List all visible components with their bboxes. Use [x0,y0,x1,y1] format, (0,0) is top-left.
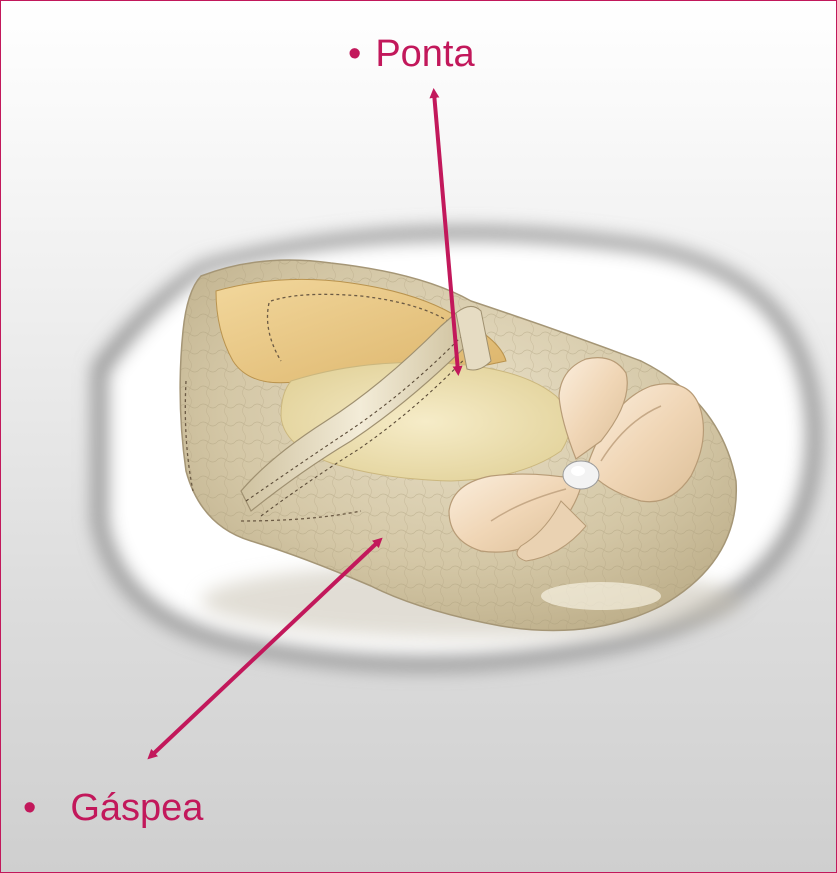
label-ponta-text: Ponta [375,33,474,75]
bullet-ponta: • [348,35,361,73]
label-gaspea: • Gáspea [23,789,203,827]
label-ponta: • Ponta [348,35,475,73]
label-gaspea-text: Gáspea [70,787,203,829]
bullet-gaspea: • [23,789,36,827]
